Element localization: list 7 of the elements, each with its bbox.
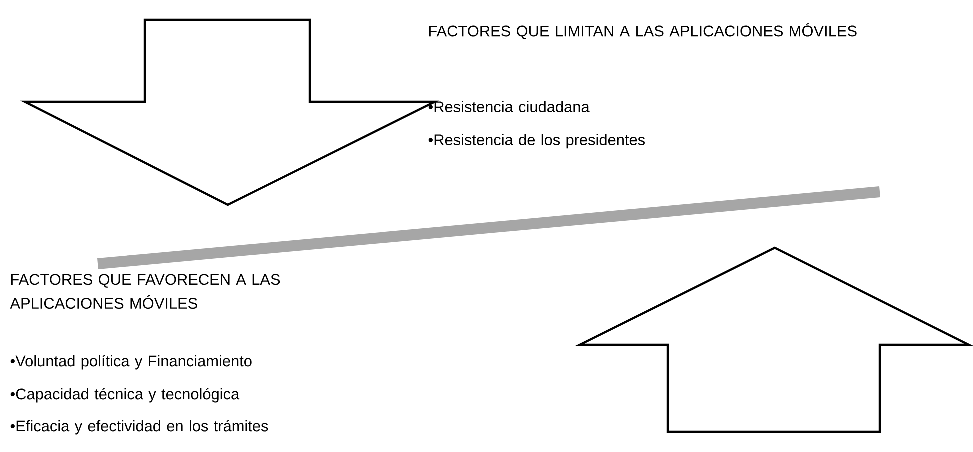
heading: FACTORES QUE LIMITAN A LAS APLICACIONES MÓVILES <box>429 23 857 40</box>
bullet-item: •Voluntad política y Financiamiento <box>10 355 252 370</box>
bullet-item: •Resistencia de los presidentes <box>428 134 645 149</box>
bullet-item: •Resistencia ciudadana <box>428 101 590 113</box>
bullet-item: •Capacidad técnica y tecnológica <box>10 388 240 403</box>
heading: FACTORES QUE FAVORECEN A LAS APLICACIONES MÓVILES <box>10 274 280 310</box>
bullet-item: •Eficacia y efectividad en los trámites <box>10 420 268 435</box>
